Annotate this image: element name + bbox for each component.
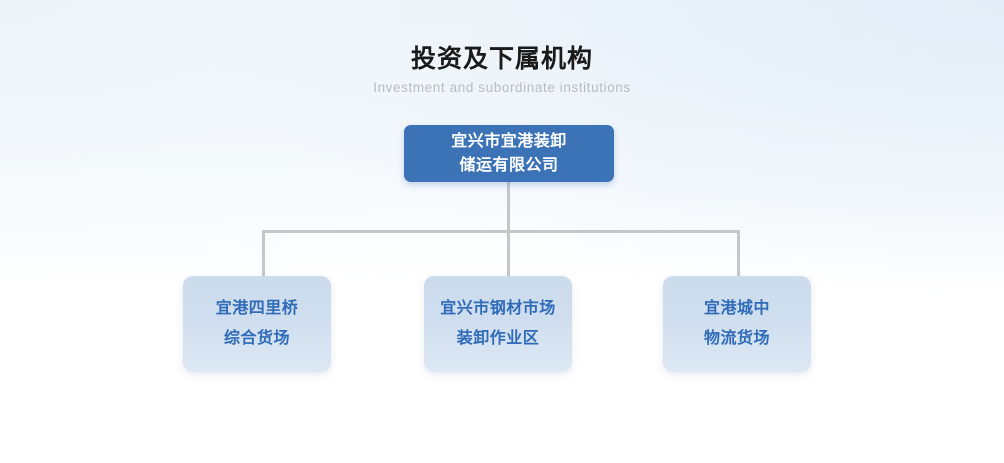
org-node-child-2-line-1: 宜港城中 bbox=[703, 300, 770, 317]
org-node-child-2[interactable]: 宜港城中 物流货场 bbox=[663, 276, 811, 372]
connector-drop-child-1 bbox=[507, 230, 510, 278]
org-node-root[interactable]: 宜兴市宜港装卸 储运有限公司 bbox=[404, 125, 614, 182]
connector-horizontal-bus bbox=[262, 230, 740, 233]
page-subtitle: Investment and subordinate institutions bbox=[373, 80, 631, 95]
org-node-root-line-2: 储运有限公司 bbox=[459, 156, 559, 174]
org-node-child-0-line-1: 宜港四里桥 bbox=[215, 300, 299, 317]
connector-root-stem bbox=[507, 181, 510, 233]
page-heading: 投资及下属机构 Investment and subordinate insti… bbox=[0, 44, 1004, 97]
org-node-child-0[interactable]: 宜港四里桥 综合货场 bbox=[183, 276, 331, 372]
org-node-child-1-line-1: 宜兴市钢材市场 bbox=[440, 300, 556, 317]
org-node-child-0-line-2: 综合货场 bbox=[223, 330, 290, 347]
org-node-child-1[interactable]: 宜兴市钢材市场 装卸作业区 bbox=[424, 276, 572, 372]
org-node-child-1-line-2: 装卸作业区 bbox=[456, 330, 540, 347]
page-title: 投资及下属机构 bbox=[410, 45, 593, 73]
connector-drop-child-0 bbox=[262, 230, 265, 278]
org-node-child-2-line-2: 物流货场 bbox=[703, 330, 770, 347]
org-node-root-line-1: 宜兴市宜港装卸 bbox=[451, 132, 567, 150]
connector-drop-child-2 bbox=[737, 230, 740, 278]
